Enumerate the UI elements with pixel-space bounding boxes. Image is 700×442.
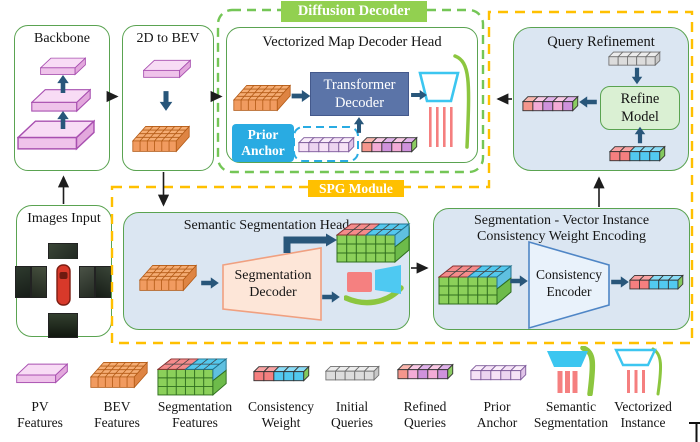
- images-input-title: Images Input: [27, 211, 101, 226]
- car-icon: [56, 264, 71, 306]
- pv-features-icon: [17, 118, 95, 151]
- transformer-decoder-line2: Decoder: [334, 95, 385, 111]
- pv-features-icon: [16, 362, 68, 384]
- prior-anchor-box: Prior Anchor: [232, 124, 294, 162]
- refine-model-line1: Refine: [620, 91, 660, 107]
- semantic-segmentation-icon: [546, 346, 596, 396]
- segmentation-features-icon: [336, 221, 412, 263]
- semantic-segmentation-map-icon: [344, 265, 404, 313]
- initial-queries-icon: [608, 50, 662, 66]
- vectorized-map-decoder-head-title: Vectorized Map Decoder Head: [262, 34, 442, 50]
- transformer-decoder-box: Transformer Decoder: [310, 72, 409, 116]
- consistency-encoder-label: Consistency Encoder: [536, 267, 602, 299]
- prior-anchor-line2: Anchor: [241, 143, 285, 158]
- prior-anchor-icon: [470, 363, 528, 381]
- bev-features-icon: [132, 124, 190, 153]
- vectorized-instance-icon: [418, 54, 476, 149]
- consistency-weight-icon: [609, 144, 667, 162]
- camera-image: [79, 266, 95, 298]
- vectorized-instance-icon: [613, 346, 667, 396]
- pv-features-icon: [31, 87, 91, 113]
- consistency-weight-icon: [629, 273, 685, 290]
- diffusion-decoder-label: Diffusion Decoder: [281, 1, 427, 22]
- bev-features-icon: [233, 83, 291, 112]
- camera-image: [31, 266, 47, 298]
- bev-features-icon: [139, 263, 197, 292]
- prior-anchor-line1: Prior: [247, 127, 279, 142]
- pv-features-icon: [40, 56, 86, 76]
- bev-features-icon: [90, 360, 148, 389]
- backbone-title: Backbone: [34, 31, 90, 46]
- camera-image: [95, 266, 111, 298]
- camera-image: [48, 313, 78, 338]
- segmentation-features-icon: [438, 263, 514, 305]
- consistency-weight-icon: [253, 364, 311, 382]
- camera-image: [15, 266, 31, 298]
- refined-queries-icon: [522, 94, 580, 112]
- refined-queries-icon: [361, 135, 419, 153]
- refine-model-box: Refine Model: [600, 86, 680, 130]
- 2d-to-bev-title: 2D to BEV: [136, 31, 200, 46]
- segmentation-decoder-label: Segmentation Decoder: [234, 268, 312, 300]
- query-refinement-title: Query Refinement: [547, 34, 655, 50]
- prior-anchor-icon: [298, 135, 356, 153]
- consistency-encoding-title-line1: Segmentation - Vector Instance: [473, 213, 650, 228]
- refined-queries-icon: [397, 362, 455, 380]
- spg-module-label: SPG Module: [308, 180, 404, 197]
- transformer-decoder-line1: Transformer: [323, 77, 396, 93]
- initial-queries-icon: [325, 364, 381, 381]
- ego-vehicle-tile: [47, 259, 79, 312]
- refine-model-line2: Model: [621, 109, 659, 125]
- segmentation-features-icon: [157, 356, 229, 396]
- pv-features-icon: [143, 58, 191, 79]
